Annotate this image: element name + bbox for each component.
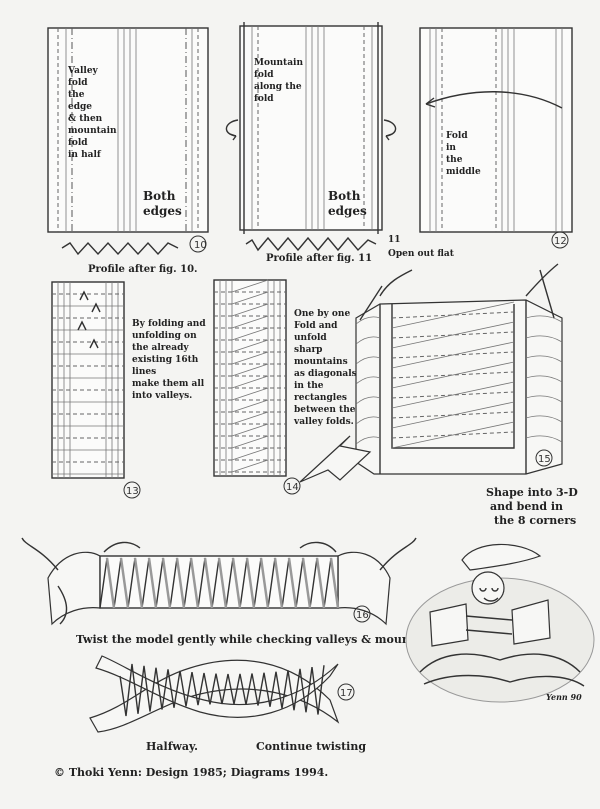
step-12-note-line: Fold <box>446 131 468 141</box>
svg-text:Yenn 90: Yenn 90 <box>546 692 582 702</box>
character-illustration: Yenn 90 <box>406 544 594 702</box>
step-10-number: 10 <box>194 240 207 251</box>
step-13-note-line: make them all <box>132 379 205 389</box>
step-14-note-line: One by one <box>294 309 350 319</box>
step-14-number: 14 <box>286 482 299 493</box>
step-13-note-line: lines <box>132 367 156 377</box>
step-12-note-line: the <box>446 155 463 165</box>
step-14-note-line: as diagonals <box>294 369 357 379</box>
step-11-number: 11 <box>388 235 401 245</box>
step-16-left-arrow <box>22 538 58 570</box>
step-11-left-arrow <box>226 120 238 136</box>
copyright-credit: © Thoki Yenn: Design 1985; Diagrams 1994… <box>54 766 328 779</box>
step-15-note-line: the 8 corners <box>494 514 576 527</box>
step-10-both-edges: edges <box>143 204 182 218</box>
step-10-both-edges: Both <box>143 189 176 203</box>
step-11-both-edges: Both <box>328 189 361 203</box>
step-14-note-line: valley folds. <box>293 417 354 427</box>
profile-10-caption: Profile after fig. 10. <box>88 264 198 275</box>
step-10-note-line: fold <box>68 78 88 88</box>
step-13-diagram: By folding and unfolding on the already … <box>52 282 209 498</box>
step-14-note-line: in the <box>294 381 324 391</box>
step-13-note-line: existing 16th <box>132 355 199 365</box>
step-10-note-line: the <box>68 90 85 100</box>
step-15-note-line: and bend in <box>490 500 563 513</box>
step-17-left-caption: Halfway. <box>146 740 198 753</box>
step-11-right-arrow <box>384 120 396 136</box>
step-10-diagram: Valley fold the edge & then mountain fol… <box>48 28 208 275</box>
step-11-both-edges: edges <box>328 204 367 218</box>
open-out-flat-caption: Open out flat <box>388 249 455 259</box>
step-17-number: 17 <box>340 688 353 699</box>
step-16-right-arrow <box>380 538 416 570</box>
step-11-note-line: fold <box>254 94 274 104</box>
step-11-note-line: Mountain <box>254 58 303 68</box>
step-13-note-line: By folding and <box>132 319 206 329</box>
step-13-note-line: the already <box>132 343 189 353</box>
step-12-note-line: in <box>446 143 456 153</box>
step-12-diagram: Fold in the middle 12 <box>420 28 572 248</box>
profile-11-caption: Profile after fig. 11 <box>266 253 372 264</box>
svg-text:Both edges: Both edges <box>143 189 182 218</box>
step-10-note-line: fold <box>68 138 88 148</box>
step-14-paper <box>214 280 286 476</box>
step-15-number: 15 <box>538 454 551 465</box>
step-10-note-line: edge <box>68 102 92 112</box>
step-12-number: 12 <box>554 236 567 247</box>
step-10-note-line: mountain <box>68 126 117 136</box>
step-13-note-line: into valleys. <box>132 391 192 401</box>
step-16-number: 16 <box>356 610 369 621</box>
step-16-left-curl <box>48 552 100 624</box>
step-17-diagram: 17 Halfway. Continue twisting <box>90 656 366 753</box>
step-17-right-caption: Continue twisting <box>256 740 366 753</box>
step-16-caption: Twist the model gently while checking va… <box>76 633 440 646</box>
step-16-diagram: 16 Twist the model gently while checking… <box>22 538 440 646</box>
profile-10-zigzag <box>62 243 178 254</box>
step-13-paper <box>52 282 124 478</box>
svg-text:Shape into 3-D and bend: Shape into 3-D and bend in the 8 corners <box>486 486 582 527</box>
step-10-note-line: Valley <box>67 66 99 76</box>
step-12-note-line: middle <box>446 167 481 177</box>
step-10-note-line: & then <box>68 114 103 124</box>
step-10-note-line: in half <box>68 150 102 160</box>
profile-11-zigzag <box>246 238 376 250</box>
svg-text:By folding and unfolding: By folding and unfolding on the already … <box>132 319 209 401</box>
step-14-note-line: unfold <box>294 333 327 343</box>
step-15-note-line: Shape into 3-D <box>486 486 578 499</box>
step-14-note-line: sharp <box>294 345 322 355</box>
step-14-note-line: mountains <box>294 357 348 367</box>
svg-text:Both edges: Both edges <box>328 189 367 218</box>
step-14-note-line: Fold and <box>294 321 338 331</box>
step-13-note-line: unfolding on <box>132 331 197 341</box>
step-14-note-line: between the <box>294 405 356 415</box>
step-11-note-line: along the <box>254 82 302 92</box>
step-14-note-line: rectangles <box>294 393 347 403</box>
step-13-number: 13 <box>126 486 139 497</box>
step-11-note-line: fold <box>254 70 274 80</box>
svg-text:One by one Fold and: One by one Fold and unfold sharp mountai… <box>293 309 360 427</box>
